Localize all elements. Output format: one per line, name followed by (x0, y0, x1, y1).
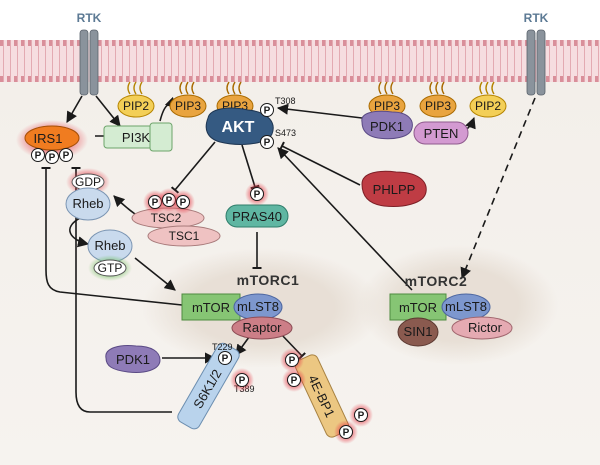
rtk-left (79, 29, 99, 96)
phospho-label: P (254, 190, 261, 201)
pip3-pdk1-label: PIP3 (374, 99, 400, 113)
phospho-site-s6k-t229-9: P (218, 351, 232, 365)
rheb-top-label: Rheb (72, 196, 103, 211)
mtorc1: mTOR mLST8 Raptor (181, 293, 293, 340)
tsc1-label: TSC1 (169, 229, 200, 243)
rtk-right-label: RTK (524, 11, 549, 25)
phospho-label: P (180, 198, 187, 209)
pip2-left: PIP2 (117, 81, 155, 118)
pip2-left-label: PIP2 (123, 99, 149, 113)
phospho-label: P (49, 153, 56, 164)
phospho-site-irs1-2: P (59, 148, 73, 162)
akt-label: AKT (222, 119, 255, 136)
pip3-left: PIP3 (169, 81, 207, 118)
mtor-c2-label: mTOR (399, 300, 437, 315)
phospho-site-irs1-0: P (31, 148, 45, 162)
phospho-label: P (289, 356, 296, 367)
pip3-pten-label: PIP3 (425, 99, 451, 113)
pdk1-top-label: PDK1 (370, 119, 404, 134)
pip2-right-label: PIP2 (475, 99, 501, 113)
rictor-label: Rictor (468, 320, 503, 335)
phospho-site-ebp1-13: P (349, 403, 373, 427)
phospho-site-pras40-8: P (245, 182, 269, 206)
mlst8-c2-label: mLST8 (445, 299, 487, 314)
tsc-complex: TSC2 TSC1 (131, 207, 221, 247)
phospho-site-s6k-t389-10: P (230, 368, 254, 392)
gdp-label: GDP (75, 175, 101, 189)
sin1-label: SIN1 (404, 324, 433, 339)
site-t229: T229 (212, 342, 233, 352)
mtorc2-title: mTORC2 (405, 273, 468, 289)
phospho-site-tsc2-7: P (171, 190, 195, 214)
pras40-label: PRAS40 (232, 209, 282, 224)
pip3-left-label: PIP3 (175, 99, 201, 113)
phospho-site-akt-s473-4: P (260, 135, 274, 149)
phospho-label: P (166, 196, 173, 207)
mlst8-c1-label: mLST8 (237, 299, 279, 314)
gtp-label: GTP (98, 261, 123, 275)
phospho-site-ebp1-11: P (280, 348, 304, 372)
pten-label: PTEN (424, 126, 459, 141)
pdk1-top: PDK1 (361, 110, 413, 140)
rheb-gtp: Rheb GTP (87, 229, 133, 281)
pten: PTEN (413, 121, 469, 145)
pras40: PRAS40 (225, 204, 289, 228)
phospho-label: P (222, 354, 229, 365)
mtorc2: mTOR mLST8 Rictor SIN1 (389, 293, 513, 347)
rheb-gdp: GDP Rheb (65, 168, 111, 221)
rheb-bottom-label: Rheb (94, 238, 125, 253)
edges (41, 95, 536, 413)
phospho-label: P (239, 376, 246, 387)
tsc2-label: TSC2 (151, 211, 182, 225)
phospho-label: P (264, 138, 271, 149)
phospho-label: P (152, 198, 159, 209)
raptor-label: Raptor (242, 320, 282, 335)
site-s473: S473 (275, 128, 296, 138)
akt: AKT (205, 107, 274, 145)
irs1-label: IRS1 (34, 131, 63, 146)
plasma-membrane (0, 40, 600, 82)
pi3k-label: PI3K (122, 130, 151, 145)
pi3k: PI3K (103, 122, 173, 152)
phospho-label: P (291, 376, 298, 387)
phospho-label: P (343, 428, 350, 439)
phospho-label: P (358, 411, 365, 422)
phospho-site-ebp1-12: P (282, 368, 306, 392)
pdk1-bottom-label: PDK1 (116, 352, 150, 367)
mtor-c1-label: mTOR (192, 300, 230, 315)
pip3-pten: PIP3 (419, 81, 457, 118)
mtorc1-title: mTORC1 (237, 272, 300, 288)
phospho-site-akt-t308-3: P (260, 103, 274, 117)
pip2-right: PIP2 (469, 81, 507, 118)
phospho-label: P (35, 151, 42, 162)
pdk1-bottom: PDK1 (105, 345, 161, 373)
phospho-site-ebp1-14: P (334, 420, 358, 444)
phospho-label: P (264, 106, 271, 117)
phlpp-label: PHLPP (373, 182, 416, 197)
rtk-left-label: RTK (77, 11, 102, 25)
phospho-label: P (63, 151, 70, 162)
site-t308: T308 (275, 96, 296, 106)
rtk-right (526, 29, 546, 96)
phospho-site-irs1-1: P (45, 150, 59, 164)
phlpp: PHLPP (361, 170, 427, 207)
